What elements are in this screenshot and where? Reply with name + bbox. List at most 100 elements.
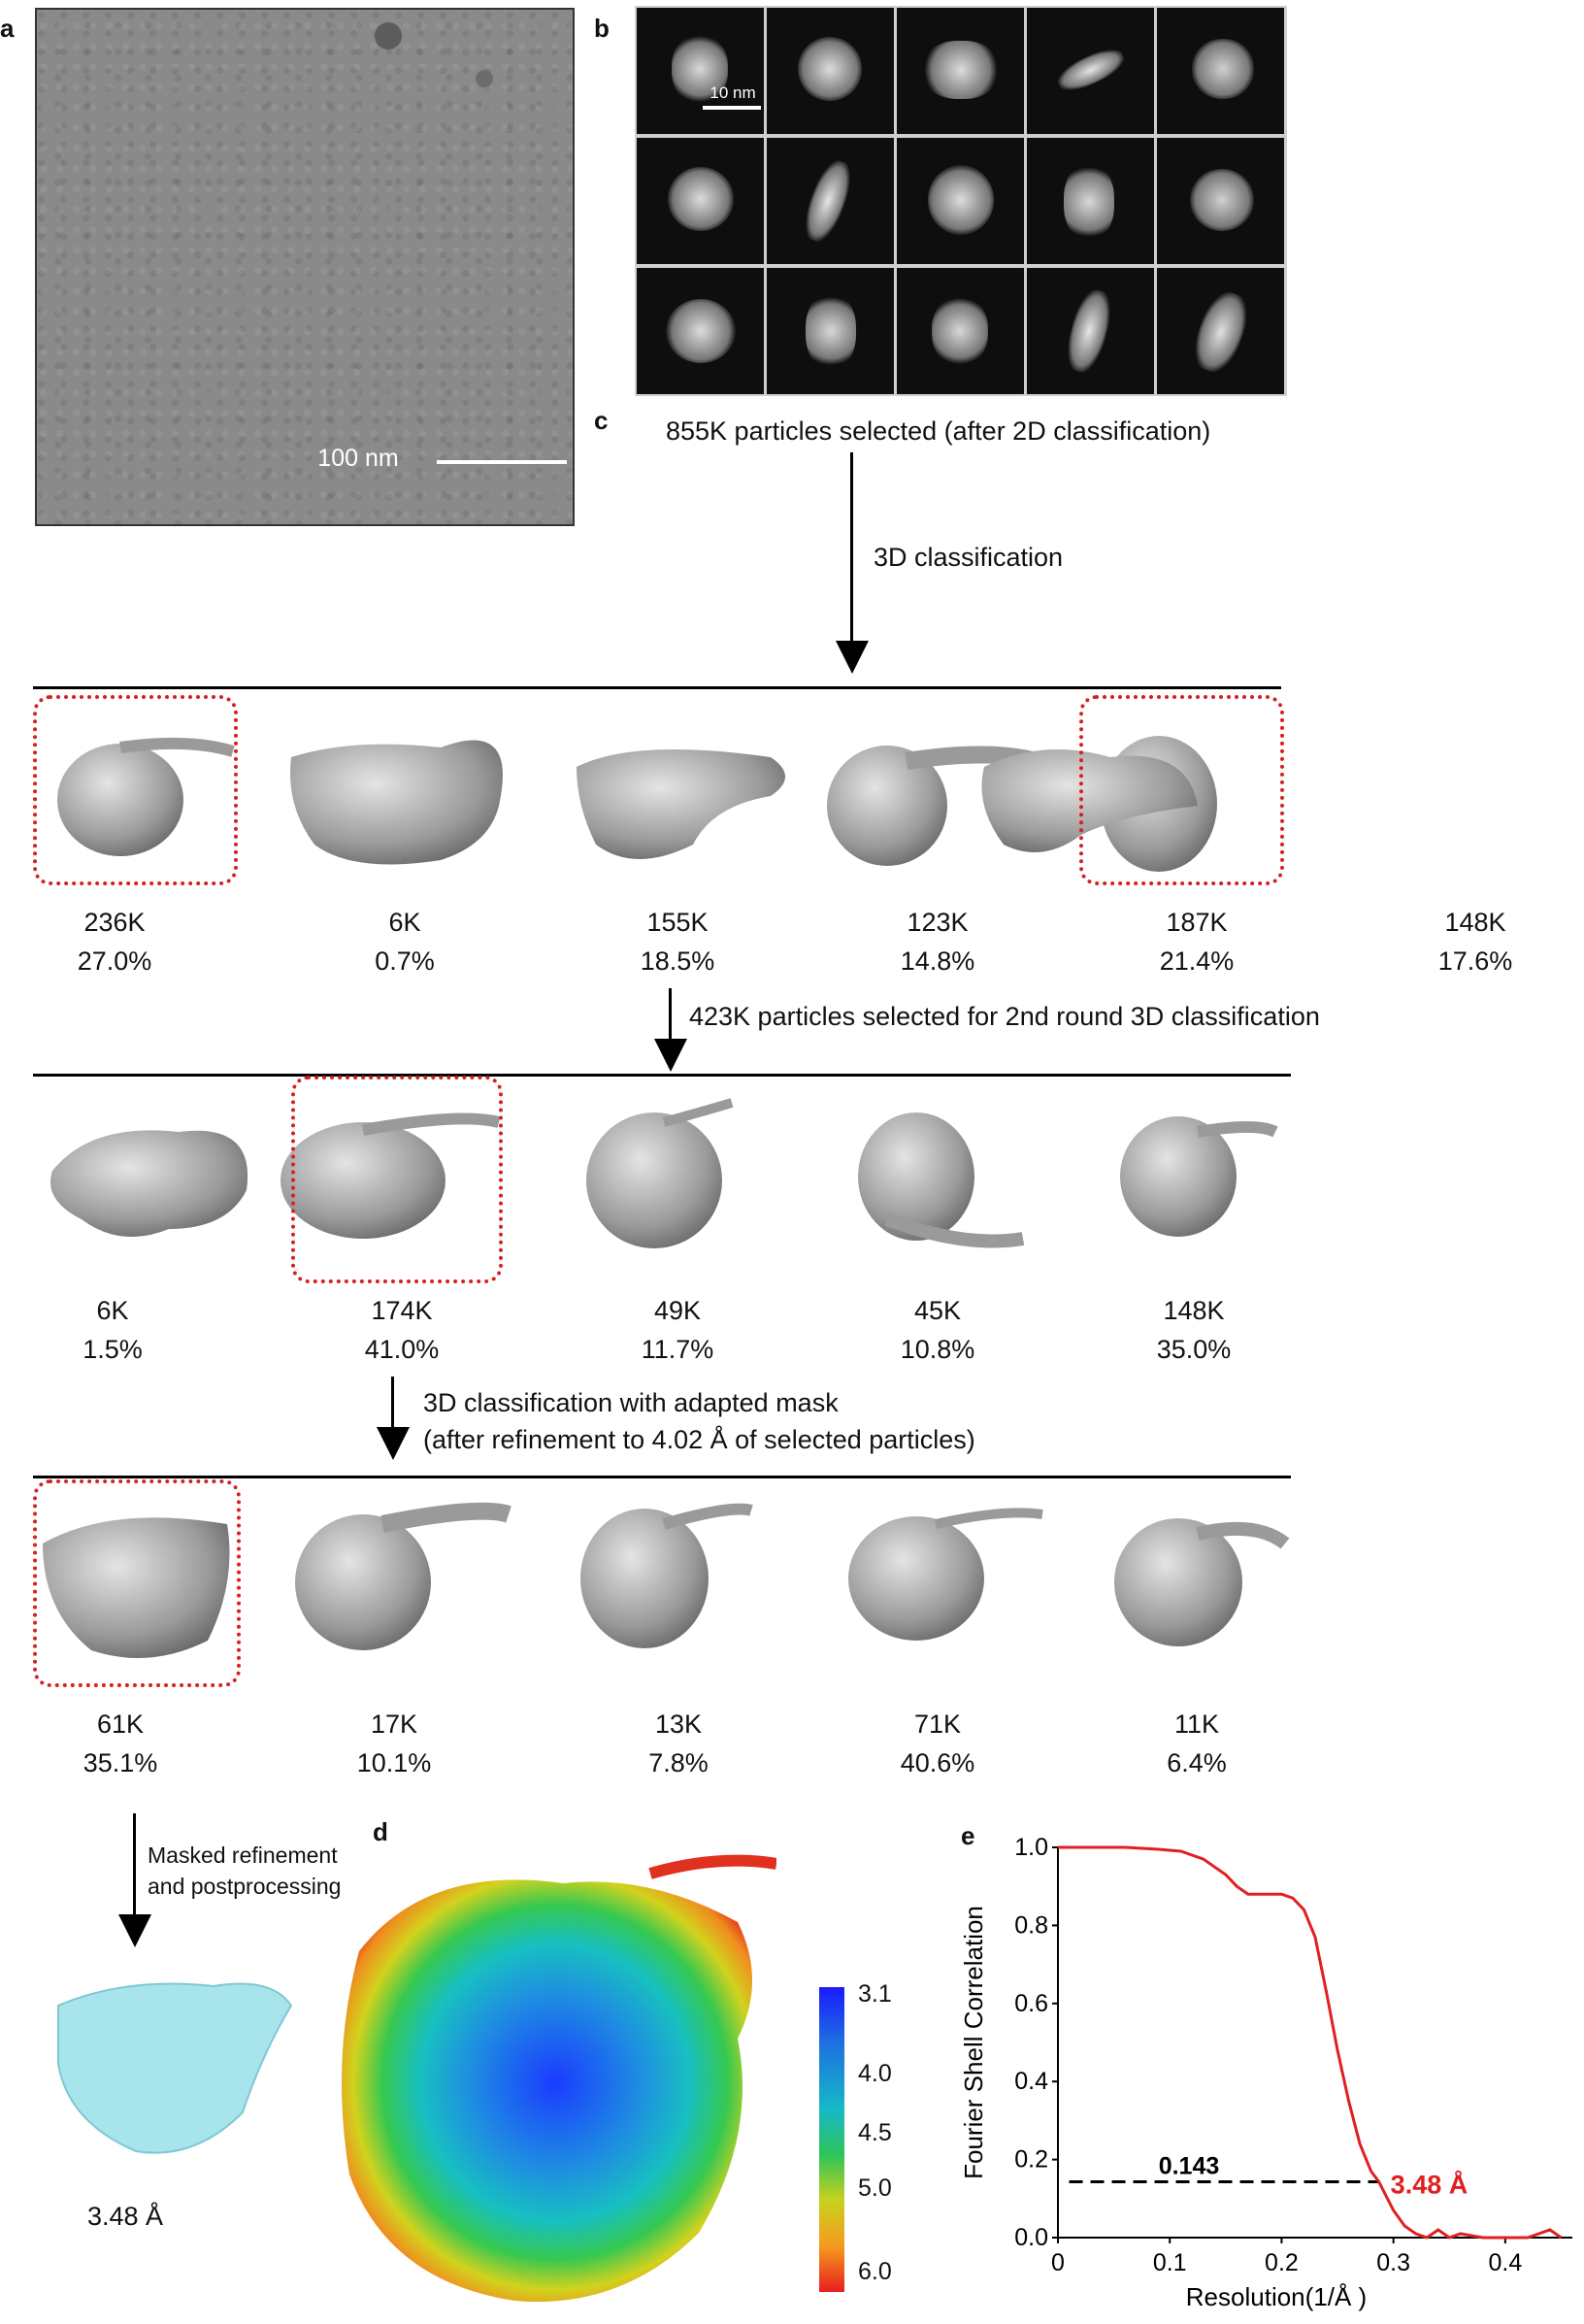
panel-label-d: d xyxy=(373,1817,388,1846)
class2d-tile xyxy=(1157,268,1284,394)
round1-map-1 xyxy=(57,737,235,856)
round2-map-5 xyxy=(1120,1116,1278,1237)
y-axis-label: Fourier Shell Correlation xyxy=(961,1906,988,2179)
panel-label-c: c xyxy=(594,406,609,435)
x-tick-label: 0.2 xyxy=(1265,2249,1299,2276)
colorbar-label: 4.5 xyxy=(858,2119,892,2146)
round2-selection xyxy=(291,1076,503,1283)
y-tick-label: 0.8 xyxy=(1014,1911,1048,1939)
class2d-tile xyxy=(1157,138,1284,264)
colorbar-label: 4.0 xyxy=(858,2060,892,2087)
colorbar-label: 5.0 xyxy=(858,2175,892,2202)
ice-contaminant xyxy=(476,70,493,87)
round2-map-2 xyxy=(280,1112,501,1239)
threshold-label: 0.143 xyxy=(1159,2153,1220,2180)
round1-map-3 xyxy=(577,749,785,859)
flow-arrow-3-shaft xyxy=(391,1377,394,1431)
round1-map-6 xyxy=(981,749,1198,852)
flow-arrow-3-head xyxy=(377,1427,410,1460)
class2d-tile xyxy=(1027,138,1154,264)
ice-contaminant xyxy=(375,22,402,50)
flow-start-text: 855K particles selected (after 2D classi… xyxy=(666,416,1211,446)
x-tick-label: 0.3 xyxy=(1376,2249,1410,2276)
x-tick-label: 0.4 xyxy=(1488,2249,1522,2276)
round3-divider xyxy=(33,1476,1291,1478)
round3-selection xyxy=(33,1479,241,1687)
class2d-tile xyxy=(897,268,1024,394)
flow-step4-text-1: Masked refinement xyxy=(148,1843,338,1868)
round3-map-1 xyxy=(43,1517,230,1658)
x-tick-label: 0 xyxy=(1051,2249,1065,2276)
class2d-tile xyxy=(637,268,764,394)
flow-step2-text: 423K particles selected for 2nd round 3D… xyxy=(689,1002,1320,1031)
class2d-scalebar xyxy=(703,106,761,110)
panel-label-e: e xyxy=(961,1821,975,1850)
y-tick-label: 0.0 xyxy=(1014,2224,1048,2251)
flow-arrow-1-shaft xyxy=(850,452,853,643)
flow-arrow-4-shaft xyxy=(133,1813,136,1918)
y-tick-label: 0.2 xyxy=(1014,2146,1048,2174)
panel-label-a: a xyxy=(0,14,15,43)
class2d-tile: 10 nm xyxy=(637,8,764,134)
y-tick-label: 0.6 xyxy=(1014,1990,1048,2017)
resolution-label: 3.48 Å xyxy=(1391,2170,1468,2200)
round2-maps xyxy=(50,1098,1278,1248)
round2-map-4 xyxy=(858,1112,1025,1248)
flow-step3-text-2: (after refinement to 4.02 Å of selected … xyxy=(423,1425,975,1454)
flow-arrow-2-head xyxy=(654,1039,687,1072)
round1-maps xyxy=(57,736,1217,872)
colorbar xyxy=(819,1987,844,2292)
x-axis-label: Resolution(1/Å ) xyxy=(1186,2282,1367,2311)
round1-selection-1 xyxy=(33,695,238,885)
colorbar-label: 3.1 xyxy=(858,1980,892,2008)
flow-arrow-1-head xyxy=(836,641,869,674)
round2-map-3 xyxy=(586,1098,734,1248)
colorbar-label: 6.0 xyxy=(858,2258,892,2285)
class2d-tile xyxy=(1027,268,1154,394)
round1-map-2 xyxy=(290,740,503,865)
class2d-tile xyxy=(897,138,1024,264)
micrograph-scalebar-label: 100 nm xyxy=(317,445,399,472)
class2d-tile xyxy=(767,138,894,264)
round1-selection-2 xyxy=(1079,695,1284,885)
round2-map-1 xyxy=(50,1130,248,1237)
class2d-tile xyxy=(897,8,1024,134)
round3-map-3 xyxy=(580,1503,753,1648)
class2d-tile xyxy=(1027,8,1154,134)
y-tick-label: 0.4 xyxy=(1014,2068,1048,2095)
fsc-curve xyxy=(1058,1845,1563,2240)
class2d-scalebar-label: 10 nm xyxy=(710,83,756,102)
micrograph-scalebar xyxy=(437,460,567,464)
round1-divider xyxy=(33,686,1281,689)
final-map xyxy=(57,1982,293,2154)
flow-step1-text: 3D classification xyxy=(874,543,1064,572)
round2-divider xyxy=(33,1074,1291,1077)
round3-map-2 xyxy=(295,1502,512,1650)
flow-arrow-2-shaft xyxy=(669,988,672,1043)
flow-step3-text-1: 3D classification with adapted mask xyxy=(423,1388,839,1417)
class2d-tile xyxy=(637,138,764,264)
class2d-tile xyxy=(1157,8,1284,134)
class2d-grid: 10 nm xyxy=(635,6,1287,396)
flow-arrow-4-head xyxy=(118,1914,151,1947)
x-tick-label: 0.1 xyxy=(1153,2249,1187,2276)
flow-step4-text-2: and postprocessing xyxy=(148,1874,342,1899)
panel-label-b: b xyxy=(594,14,610,43)
class2d-tile xyxy=(767,268,894,394)
